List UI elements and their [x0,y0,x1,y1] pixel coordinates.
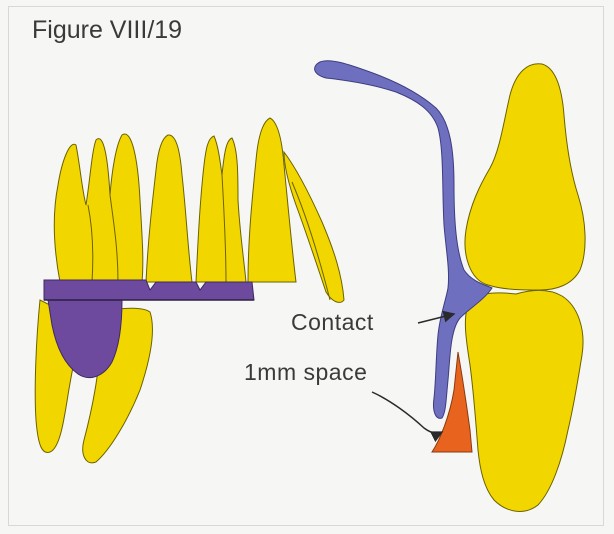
upper-canine [248,118,296,282]
figure-title: Figure VIII/19 [32,18,182,43]
splint-bar [44,280,254,300]
space-label: 1mm space [244,361,367,384]
upper-premolar-1 [146,135,192,282]
contact-label: Contact [291,311,374,334]
lower-tooth-section [465,291,583,512]
space-pointer [372,392,442,433]
upper-tooth-section [465,64,585,290]
upper-molar [54,134,142,282]
upper-teeth [54,118,344,302]
upper-premolar-2 [196,136,246,282]
